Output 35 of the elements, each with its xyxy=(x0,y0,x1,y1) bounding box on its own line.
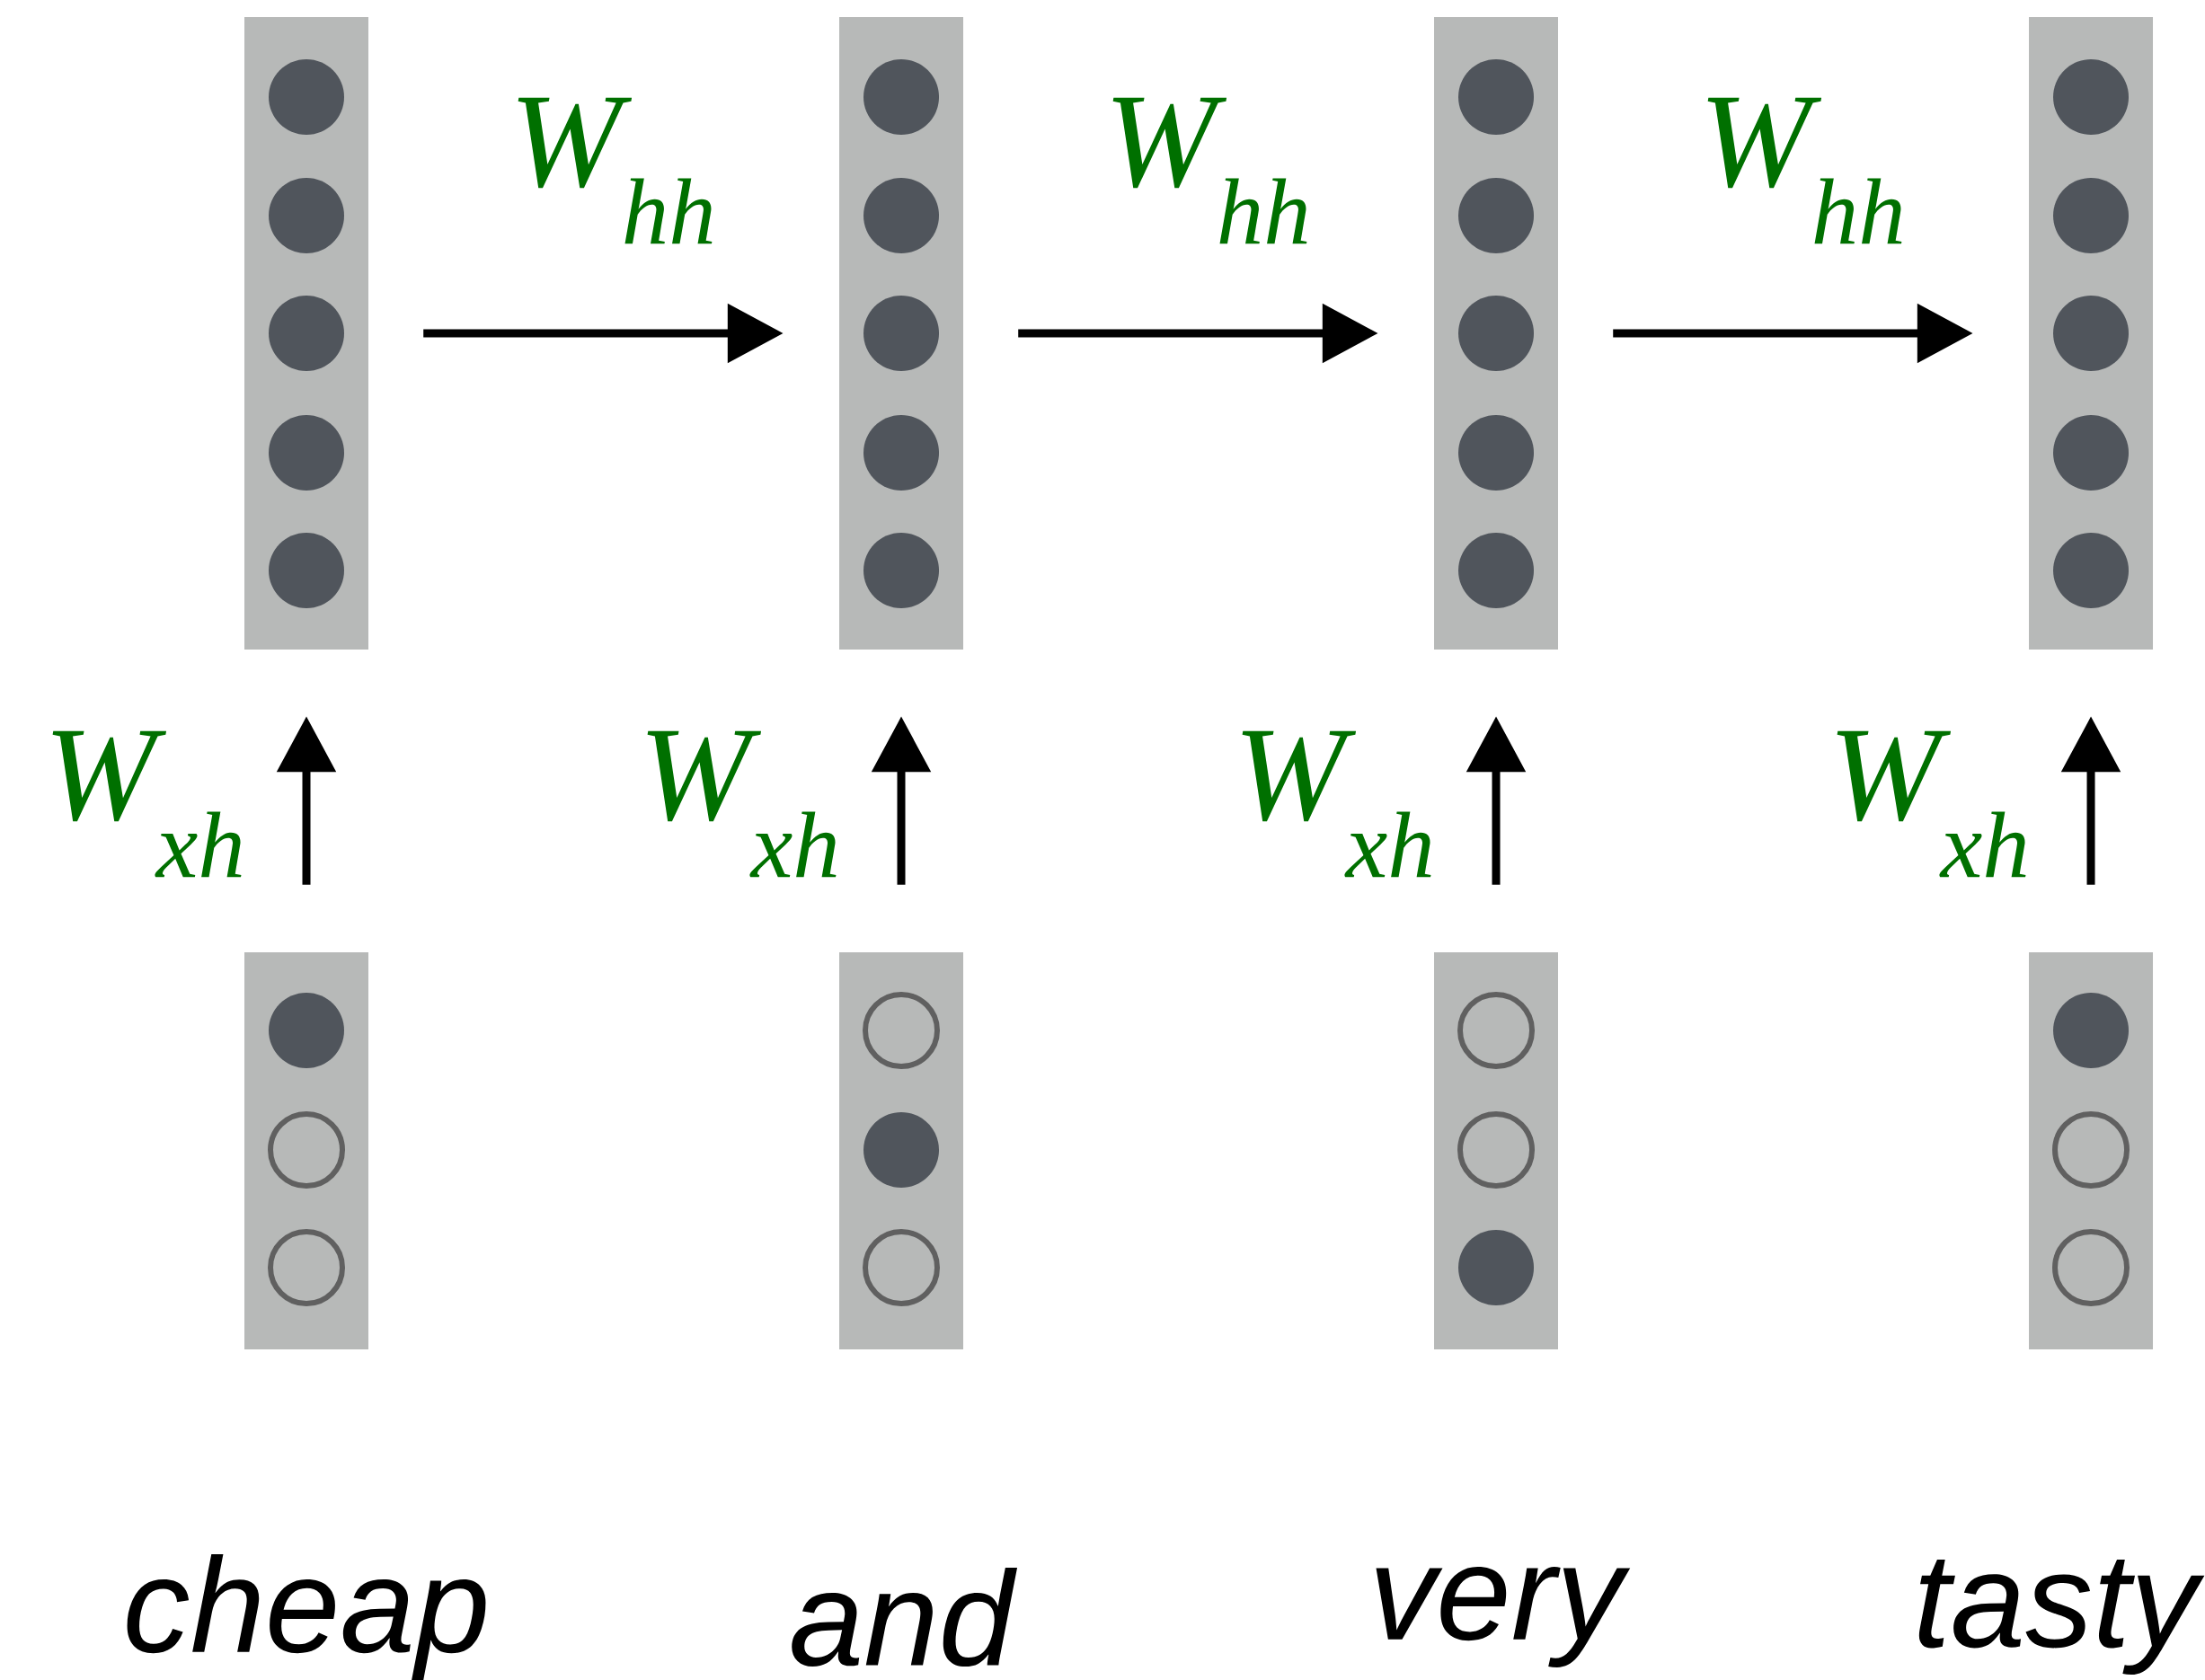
filled-unit xyxy=(1458,59,1534,135)
filled-unit xyxy=(2053,415,2129,491)
word-label: cheap xyxy=(127,1554,486,1680)
filled-unit xyxy=(269,993,344,1068)
filled-unit xyxy=(1458,1230,1534,1305)
weight-label: W$_{hh}$ xyxy=(1707,97,1902,244)
filled-unit xyxy=(269,415,344,491)
filled-unit xyxy=(269,533,344,608)
filled-unit xyxy=(1458,415,1534,491)
filled-unit xyxy=(1458,533,1534,608)
weight-label: W$_{xh}$ xyxy=(52,730,242,878)
filled-unit xyxy=(269,59,344,135)
weight-label: W$_{xh}$ xyxy=(647,730,837,878)
filled-unit xyxy=(269,296,344,371)
word-label: and xyxy=(792,1567,1018,1667)
weight-label: W$_{hh}$ xyxy=(1112,97,1307,244)
filled-unit xyxy=(863,533,939,608)
filled-unit xyxy=(863,178,939,253)
filled-unit xyxy=(1458,178,1534,253)
filled-unit xyxy=(2053,296,2129,371)
filled-unit xyxy=(2053,533,2129,608)
filled-unit xyxy=(2053,993,2129,1068)
filled-unit xyxy=(269,178,344,253)
weight-label: W$_{hh}$ xyxy=(518,97,713,244)
filled-unit xyxy=(863,415,939,491)
word-label: very xyxy=(1376,1567,1631,1667)
filled-unit xyxy=(2053,178,2129,253)
weight-label: W$_{xh}$ xyxy=(1242,730,1431,878)
filled-unit xyxy=(1458,296,1534,371)
filled-unit xyxy=(863,296,939,371)
word-label: tasty xyxy=(1918,1559,2205,1676)
filled-unit xyxy=(863,1112,939,1188)
filled-unit xyxy=(863,59,939,135)
weight-label: W$_{xh}$ xyxy=(1837,730,2026,878)
filled-unit xyxy=(2053,59,2129,135)
